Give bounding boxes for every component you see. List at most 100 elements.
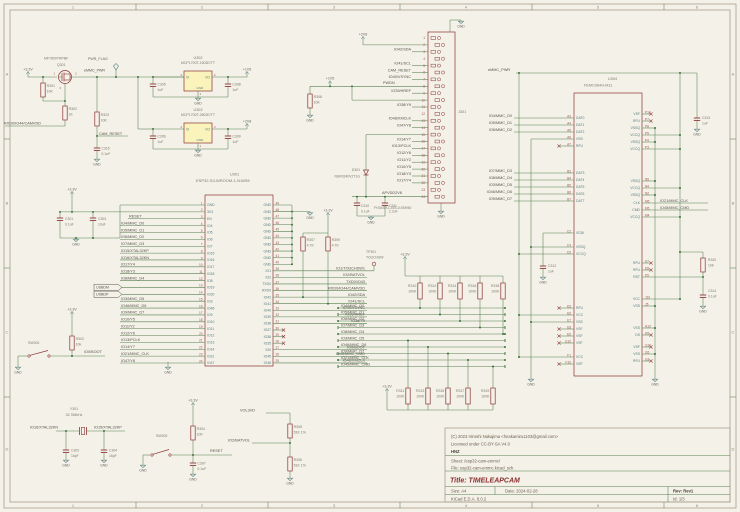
pin-name: IO9 — [207, 313, 213, 317]
pin-name: IO13 — [207, 341, 214, 345]
value-label: 100K — [468, 290, 477, 294]
junction-dot — [679, 216, 681, 218]
junction-dot — [530, 321, 532, 323]
power-net-label: +3.3V — [67, 307, 77, 311]
pin-name: RFU — [633, 261, 641, 265]
gnd-label: GND — [306, 216, 314, 220]
resistor-body — [405, 387, 411, 405]
pin-name: VSS — [633, 326, 641, 330]
value-label: 100K — [456, 395, 465, 399]
wire-end — [504, 352, 507, 355]
emmc-pwr-label: eMMC_PWR — [84, 69, 105, 73]
pin-name: IO35 — [264, 341, 271, 345]
connector-pad — [430, 146, 436, 151]
gnd-icon — [457, 20, 465, 25]
org-text: HNZ — [451, 449, 460, 454]
pin-number: N5 — [645, 177, 649, 181]
wire-end — [504, 333, 507, 336]
power-arrow-icon — [326, 212, 330, 216]
pin-number: 15 — [199, 297, 203, 301]
pin-number: 16 — [199, 304, 203, 308]
pin-name: VSS — [633, 304, 641, 308]
junction-dot — [530, 246, 532, 248]
pin-number: P5 — [645, 131, 649, 135]
pin-name: IO15 — [207, 251, 214, 255]
resistor-body — [437, 282, 443, 300]
sheet-outer-border — [3, 3, 737, 509]
value-label: 1uF — [232, 88, 238, 92]
net-label: IO48/XMCLK — [343, 359, 366, 363]
power-arrow-icon — [191, 402, 195, 406]
connector-pad — [441, 112, 445, 116]
pin-number: 33 — [276, 307, 280, 311]
pwr-flag-label: PWR_FLAG — [88, 57, 108, 61]
frame-row-label: D — [6, 447, 9, 452]
ref-label: R317 — [456, 389, 464, 393]
vol3vd-label: VOL3VD — [240, 408, 255, 412]
pin-number: 17 — [199, 311, 203, 315]
global-label-outline — [93, 290, 123, 298]
usb-label: USBDM — [96, 286, 109, 290]
value-label: FEMC064G-M11 — [584, 84, 612, 88]
pin-number: K8 — [645, 266, 649, 270]
net-label: IO3/MMC_D5 — [489, 183, 512, 187]
junction-dot — [479, 326, 481, 329]
connector-pad — [430, 36, 436, 40]
pin-name: IO42 — [264, 295, 271, 299]
value-label: 0.1uF — [197, 467, 206, 471]
pin-number: 27 — [276, 346, 280, 350]
pin-name: IO20 — [207, 293, 214, 297]
pin-name: RFU — [576, 144, 584, 148]
net-label: IO4/MMC_D0 — [489, 114, 512, 118]
gnd-label: GND — [306, 119, 314, 123]
gnd-label: GND — [699, 310, 707, 314]
ref-label: U304 — [608, 77, 617, 81]
wire-end — [504, 365, 507, 368]
text-label: C301 — [65, 217, 73, 221]
value-label: 4.7K — [307, 244, 315, 248]
pin-number: E6 — [567, 311, 571, 315]
pin-number: 30 — [276, 326, 280, 330]
net-label: IO42/SDA — [348, 293, 366, 297]
pin-name: GND — [263, 223, 271, 227]
wire-end — [337, 320, 340, 323]
pin-name: IO47 — [207, 361, 214, 365]
junction-dot — [679, 148, 681, 150]
gnd-label: GND — [457, 25, 465, 29]
junction-dot — [419, 307, 421, 309]
pin-number: 18 — [199, 318, 203, 322]
gnd-icon — [367, 216, 375, 221]
net-label: IO5/MMC_D1 — [121, 228, 144, 232]
pin-name: GND — [263, 230, 271, 234]
net-label: IO3/MMC_D5 — [341, 336, 364, 340]
connector-pad — [441, 84, 445, 89]
pin-number: B6 — [567, 190, 571, 194]
pin-name: CLK — [633, 201, 640, 205]
pin-name: DAT5 — [576, 185, 585, 189]
connector-pad — [437, 160, 441, 165]
value-label: 100K — [408, 290, 417, 294]
ref-label: R323 — [101, 113, 109, 117]
connector-pad — [441, 56, 445, 61]
frame-col-label: 2 — [201, 5, 204, 10]
gnd-label: GND — [62, 464, 70, 468]
pin-name: VSF — [633, 345, 640, 349]
pin-name: IO48 — [264, 361, 271, 365]
power-net-label: +3.3V — [67, 187, 77, 191]
value-label: 51K 1% — [294, 464, 306, 468]
pin-name: TXD0 — [262, 282, 271, 286]
pin-number: 10 — [199, 263, 203, 267]
connector-pad — [441, 98, 445, 102]
power-arrow-icon — [403, 256, 407, 260]
pin-name: IO46 — [207, 306, 214, 310]
connector-pad — [430, 174, 436, 178]
pin-name: IO36 — [264, 335, 271, 339]
connector-pad — [441, 153, 445, 158]
pin-number: 31 — [276, 320, 280, 324]
net-label: RESET — [129, 215, 142, 219]
reset-label: RESET — [210, 449, 223, 453]
connector-pad — [434, 181, 440, 185]
pin-number: P7 — [645, 117, 649, 121]
frame-row-label: B — [6, 201, 9, 206]
ref-label: TP301 — [366, 250, 376, 254]
